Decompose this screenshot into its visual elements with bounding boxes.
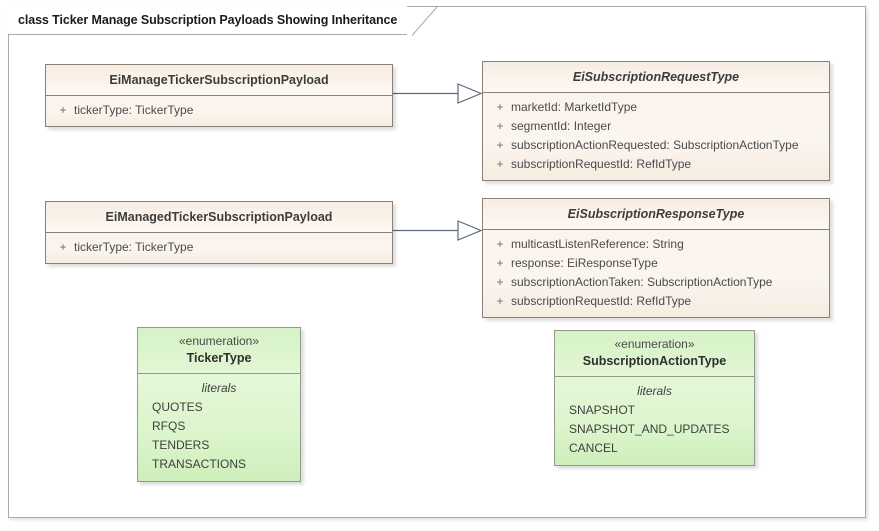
enumeration-literal: TRANSACTIONS xyxy=(152,457,247,471)
visibility-marker: + xyxy=(496,275,504,289)
enumeration-literal: SNAPSHOT_AND_UPDATES xyxy=(569,422,730,436)
attribute-text: tickerType: TickerType xyxy=(74,240,194,254)
class-attribute-row: + subscriptionActionTaken: SubscriptionA… xyxy=(483,273,829,292)
attribute-text: response: EiResponseType xyxy=(511,256,658,270)
enumeration-literal: RFQS xyxy=(152,419,186,433)
enumeration-literal: SNAPSHOT xyxy=(569,403,636,417)
visibility-marker: + xyxy=(59,240,67,254)
class-name: EiManagedTickerSubscriptionPayload xyxy=(105,210,333,224)
class-node-ei-manage-ticker-subscription-payload[interactable]: EiManageTickerSubscriptionPayload + tick… xyxy=(45,64,393,127)
class-attributes: + multicastListenReference: String + res… xyxy=(483,230,829,317)
visibility-marker: + xyxy=(496,294,504,308)
class-name: EiManageTickerSubscriptionPayload xyxy=(109,73,329,87)
class-name: EiSubscriptionRequestType xyxy=(572,70,740,84)
class-name: EiSubscriptionResponseType xyxy=(567,207,745,221)
visibility-marker: + xyxy=(496,138,504,152)
class-attribute-row: + marketId: MarketIdType xyxy=(483,98,829,117)
class-attribute-row: + segmentId: Integer xyxy=(483,117,829,136)
visibility-marker: + xyxy=(496,157,504,171)
class-attribute-row: + multicastListenReference: String xyxy=(483,235,829,254)
enumeration-stereotype: «enumeration» xyxy=(178,334,260,348)
enumeration-node-subscription-action-type[interactable]: «enumeration» SubscriptionActionType lit… xyxy=(554,330,755,466)
enumeration-name: SubscriptionActionType xyxy=(582,354,727,368)
class-attributes: + tickerType: TickerType xyxy=(46,233,392,263)
class-header: EiManagedTickerSubscriptionPayload xyxy=(46,202,392,233)
attribute-text: marketId: MarketIdType xyxy=(511,100,638,114)
enumeration-header: «enumeration» SubscriptionActionType xyxy=(555,331,754,377)
class-header: EiSubscriptionRequestType xyxy=(483,62,829,93)
visibility-marker: + xyxy=(496,256,504,270)
class-attribute-row: + tickerType: TickerType xyxy=(46,238,392,257)
attribute-text: subscriptionActionRequested: Subscriptio… xyxy=(511,138,799,152)
visibility-marker: + xyxy=(496,100,504,114)
class-attribute-row: + subscriptionRequestId: RefIdType xyxy=(483,292,829,311)
attribute-text: subscriptionRequestId: RefIdType xyxy=(511,294,692,308)
attribute-text: segmentId: Integer xyxy=(511,119,612,133)
enumeration-literals: literals QUOTES RFQS TENDERS TRANSACTION… xyxy=(138,374,300,481)
enumeration-stereotype: «enumeration» xyxy=(614,337,695,351)
connector-generalization-2 xyxy=(392,220,483,241)
class-node-ei-subscription-request-type[interactable]: EiSubscriptionRequestType + marketId: Ma… xyxy=(482,61,830,181)
class-attribute-row: + subscriptionActionRequested: Subscript… xyxy=(483,136,829,155)
attribute-text: subscriptionActionTaken: SubscriptionAct… xyxy=(511,275,773,289)
enumeration-node-ticker-type[interactable]: «enumeration» TickerType literals QUOTES… xyxy=(137,327,301,482)
class-attribute-row: + response: EiResponseType xyxy=(483,254,829,273)
enumeration-name: TickerType xyxy=(186,351,252,365)
class-attributes: + tickerType: TickerType xyxy=(46,96,392,126)
visibility-marker: + xyxy=(496,237,504,251)
connector-generalization-1 xyxy=(392,83,483,104)
class-attributes: + marketId: MarketIdType + segmentId: In… xyxy=(483,93,829,180)
visibility-marker: + xyxy=(59,103,67,117)
literals-label: literals xyxy=(637,384,672,398)
class-attribute-row: + subscriptionRequestId: RefIdType xyxy=(483,155,829,174)
enumeration-header: «enumeration» TickerType xyxy=(138,328,300,374)
attribute-text: tickerType: TickerType xyxy=(74,103,194,117)
diagram-frame-tab: class Ticker Manage Subscription Payload… xyxy=(8,6,408,35)
class-header: EiSubscriptionResponseType xyxy=(483,199,829,230)
visibility-marker: + xyxy=(496,119,504,133)
attribute-text: multicastListenReference: String xyxy=(511,237,684,251)
enumeration-literal: TENDERS xyxy=(152,438,210,452)
class-node-ei-managed-ticker-subscription-payload[interactable]: EiManagedTickerSubscriptionPayload + tic… xyxy=(45,201,393,264)
class-attribute-row: + tickerType: TickerType xyxy=(46,101,392,120)
enumeration-literals: literals SNAPSHOT SNAPSHOT_AND_UPDATES C… xyxy=(555,377,754,465)
enumeration-literal: CANCEL xyxy=(569,441,618,455)
attribute-text: subscriptionRequestId: RefIdType xyxy=(511,157,692,171)
class-header: EiManageTickerSubscriptionPayload xyxy=(46,65,392,96)
diagram-title: class Ticker Manage Subscription Payload… xyxy=(18,13,398,27)
enumeration-literal: QUOTES xyxy=(152,400,203,414)
class-node-ei-subscription-response-type[interactable]: EiSubscriptionResponseType + multicastLi… xyxy=(482,198,830,318)
literals-label: literals xyxy=(201,381,237,395)
frame-tab-diagonal-cut xyxy=(412,6,438,36)
